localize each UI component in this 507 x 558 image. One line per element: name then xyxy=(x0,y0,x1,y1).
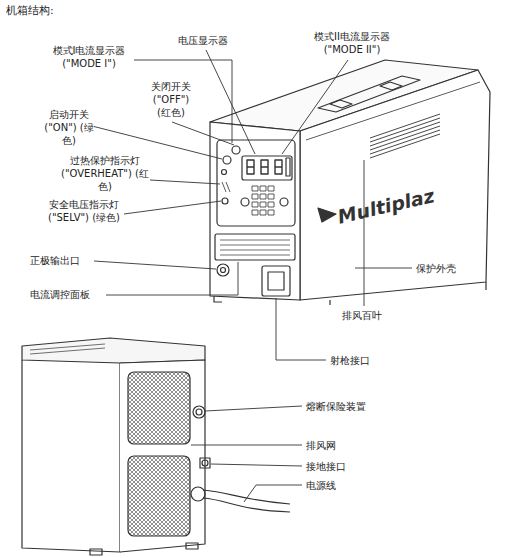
part-label: 正极输出口 xyxy=(30,254,80,267)
part-label: 模式I电流显示器 ("MODE I") xyxy=(46,44,132,70)
diagram-title: 机箱结构: xyxy=(6,4,54,17)
part-label: 排风百叶 xyxy=(342,309,382,322)
part-label: 模式II电流显示器 ("MODE II") xyxy=(306,30,398,56)
part-label: 射枪接口 xyxy=(330,354,370,367)
part-label: 启动开关 ("ON") (绿色) xyxy=(44,108,94,147)
part-label: 电流调控面板 xyxy=(30,288,90,301)
part-label: 电源线 xyxy=(306,479,336,492)
part-label: 过热保护指示灯 ("OVERHEAT") (红色) xyxy=(60,154,150,193)
part-label: 关闭开关 ("OFF") (红色) xyxy=(146,80,196,119)
part-label: 接地接口 xyxy=(306,460,346,473)
part-label: 保护外壳 xyxy=(416,262,456,275)
part-label: 熔断保险装置 xyxy=(306,400,366,413)
part-label: 排风网 xyxy=(306,439,336,452)
part-label: 安全电压指示灯 ("SELV") (绿色) xyxy=(44,198,124,224)
part-label: 电压显示器 xyxy=(178,34,228,47)
